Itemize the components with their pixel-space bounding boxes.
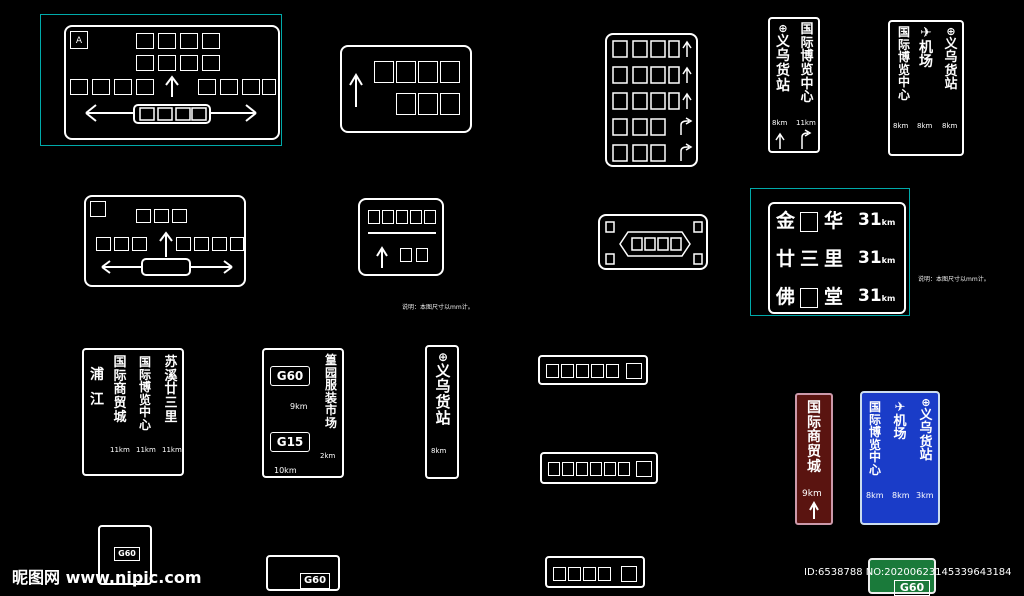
up-arrow-icon: [809, 500, 819, 519]
guide-sign-large: A: [64, 25, 280, 140]
guide-sign-arrow: [340, 45, 472, 133]
distance-label: 11km: [796, 119, 816, 127]
small-g60-sign-2: G60: [266, 555, 340, 591]
watermark-logo: 昵图网 www.nipic.com: [12, 568, 202, 587]
arrow-graphic: [85, 75, 257, 124]
hexagon-sign: [598, 214, 708, 270]
dimension-frame: [40, 14, 282, 146]
route-shield: G60: [300, 573, 330, 589]
vertical-sign-airport: 国际博览中心 ✈机场 ⊕义乌货站 8km 8km 8km: [888, 20, 964, 156]
lane-sign: [605, 33, 698, 167]
distance-label: 3km: [916, 491, 934, 500]
narrow-sign-yiwu: ⊕ 义乌货站 8km: [425, 345, 459, 479]
train-icon: ⊕: [946, 25, 956, 38]
small-g60-sign: G60: [98, 525, 152, 585]
guide-sign-large-2: [84, 195, 246, 287]
distance-label: 8km: [917, 122, 933, 130]
vertical-sign-yiwu-left: ⊕ 义乌货站 国际博览中心 8km 11km: [768, 17, 820, 153]
corner-box: A: [70, 31, 88, 49]
distance-label: 8km: [942, 122, 958, 130]
up-arrow-icon: [349, 73, 363, 107]
blue-sign: 国际博览中心 ✈机场 ⊕义乌货站 8km 8km 3km: [860, 391, 940, 525]
lane-bar-2: [540, 452, 658, 484]
train-icon: ⊕: [921, 396, 931, 409]
distance-label: 8km: [431, 447, 447, 455]
lane-bar-1: [538, 355, 648, 385]
lane-bar-3: [545, 556, 645, 588]
distance-label: 8km: [772, 119, 788, 127]
distance-label: 2km: [320, 452, 336, 460]
guide-sign-small: [358, 198, 444, 276]
distance-label: 8km: [892, 491, 910, 500]
distance-label: 9km: [802, 489, 822, 499]
distance-label: 8km: [893, 122, 909, 130]
distance-label: 11km: [110, 446, 130, 454]
brown-sign: 国际商贸城 9km: [795, 393, 833, 525]
up-arrow-icon: [376, 246, 388, 268]
distance-sign: 金 华 31km 廿 三 里 31km 佛 堂 31km: [768, 202, 906, 314]
route-sign-g60: G60 9km G15 10km 篁园服装市场 2km: [262, 348, 344, 478]
arrow-graphic: [101, 231, 233, 276]
train-icon: ⊕: [778, 22, 788, 35]
airplane-icon: ✈: [920, 25, 932, 41]
distance-label: 10km: [274, 466, 297, 475]
distance-label: 8km: [866, 491, 884, 500]
route-shield: G15: [270, 432, 310, 452]
lane-grid: [612, 40, 693, 162]
airplane-icon: ✈: [894, 400, 906, 415]
watermark-id: ID:6538788 NO:20200623145339643184: [804, 567, 1012, 578]
distance-label: 9km: [290, 402, 308, 411]
distance-label: 11km: [162, 446, 182, 454]
route-shield: G60: [894, 580, 930, 596]
distance-label: 11km: [136, 446, 156, 454]
route-shield: G60: [114, 547, 140, 561]
hexagon-frame: [605, 221, 703, 265]
dimension-frame: [750, 188, 910, 316]
four-column-sign: 浦江 国际商贸城 国际博览中心 苏溪廿三里 11km 11km 11km: [82, 348, 184, 476]
unit-note: 说明：本图尺寸以mm计。: [402, 304, 474, 311]
route-shield: G60: [270, 366, 310, 386]
train-icon: ⊕: [437, 350, 449, 364]
arrow-icons: [775, 129, 812, 149]
unit-note: 说明：本图尺寸以mm计。: [918, 276, 990, 283]
